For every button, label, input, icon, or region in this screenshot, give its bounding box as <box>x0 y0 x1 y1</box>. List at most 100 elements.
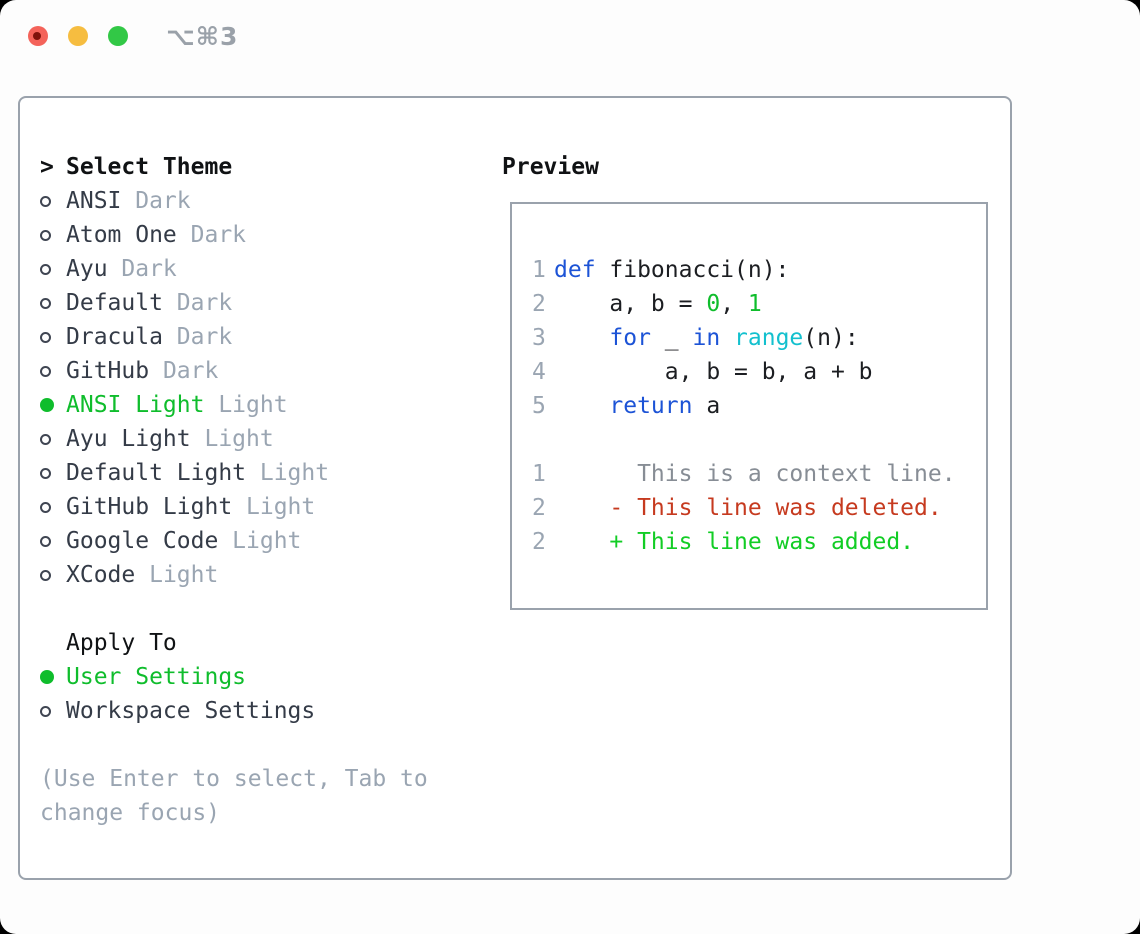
radio-marker <box>40 331 66 343</box>
radio-marker <box>40 365 66 377</box>
radio-unselected-icon <box>40 195 51 207</box>
line-number: 1 <box>532 257 546 283</box>
option-variant-label: Dark <box>176 290 233 316</box>
prompt-marker: > <box>40 154 66 180</box>
hint-text: (Use Enter to select, Tab to change focu… <box>40 766 428 826</box>
code-token: 0 <box>706 291 721 317</box>
radio-unselected-icon <box>40 433 51 445</box>
radio-marker <box>40 501 66 513</box>
window-shortcut-label: ⌥⌘3 <box>166 22 239 51</box>
apply-to-header: Apply To <box>40 626 482 660</box>
code-line: 1 This is a context line. <box>532 457 986 491</box>
theme-option-dracula[interactable]: Dracula Dark <box>40 320 482 354</box>
apply-to-title: Apply To <box>66 630 177 656</box>
code-line: 4 a, b = b, a + b <box>532 355 986 389</box>
option-variant-label: Light <box>232 528 302 554</box>
code-line: 2 + This line was added. <box>532 525 986 559</box>
code-content: This is a context line. <box>554 461 956 487</box>
apply-option-workspace-settings[interactable]: Workspace Settings <box>40 694 482 728</box>
code-token: fibonacci(n): <box>595 257 790 283</box>
code-line: 3 for _ in range(n): <box>532 321 986 355</box>
section-gap <box>40 592 482 626</box>
apply-option-user-settings[interactable]: User Settings <box>40 660 482 694</box>
theme-option-atom-one[interactable]: Atom One Dark <box>40 218 482 252</box>
option-variant-label: Dark <box>176 324 233 350</box>
line-number: 2 <box>532 495 546 521</box>
radio-selected-icon <box>40 670 54 684</box>
theme-option-default[interactable]: Default Dark <box>40 286 482 320</box>
code-token: in <box>692 325 721 351</box>
code-line: 2 - This line was deleted. <box>532 491 986 525</box>
code-content: + This line was added. <box>554 529 914 555</box>
close-button[interactable] <box>28 26 48 46</box>
theme-option-xcode[interactable]: XCode Light <box>40 558 482 592</box>
option-variant-label: Light <box>204 426 274 452</box>
option-label: Ayu <box>66 256 108 282</box>
code-token <box>554 325 609 351</box>
code-content: a, b = b, a + b <box>554 359 873 385</box>
radio-unselected-icon <box>40 501 51 513</box>
prompt-caret-icon: > <box>40 154 54 180</box>
code-token: , <box>720 291 748 317</box>
theme-option-default-light[interactable]: Default Light Light <box>40 456 482 490</box>
radio-unselected-icon <box>40 229 51 241</box>
option-label: GitHub Light <box>66 494 233 520</box>
theme-option-github-light[interactable]: GitHub Light Light <box>40 490 482 524</box>
code-line <box>532 423 986 457</box>
radio-marker <box>40 705 66 717</box>
radio-unselected-icon <box>40 569 51 581</box>
radio-marker <box>40 467 66 479</box>
code-content: a, b = 0, 1 <box>554 291 761 317</box>
theme-option-github[interactable]: GitHub Dark <box>40 354 482 388</box>
theme-option-ayu-light[interactable]: Ayu Light Light <box>40 422 482 456</box>
theme-option-google-code[interactable]: Google Code Light <box>40 524 482 558</box>
zoom-button[interactable] <box>108 26 128 46</box>
code-token <box>554 393 609 419</box>
line-number: 2 <box>532 529 546 555</box>
code-content: for _ in range(n): <box>554 325 858 351</box>
select-theme-header: > Select Theme <box>40 150 482 184</box>
preview-panel: Preview 1 def fibonacci(n): 2 a, b = 0, 1 3… <box>482 150 990 858</box>
preview-code-box: 1 def fibonacci(n): 2 a, b = 0, 1 3 for _ i… <box>510 202 988 610</box>
minimize-button[interactable] <box>68 26 88 46</box>
theme-list: ANSI Dark Atom One Dark Ayu Dark Default… <box>40 184 482 592</box>
line-number: 2 <box>532 291 546 317</box>
option-label: ANSI <box>66 188 122 214</box>
radio-marker <box>40 569 66 581</box>
option-variant-label: Dark <box>135 188 191 214</box>
code-token: for <box>609 325 651 351</box>
radio-marker <box>40 297 66 309</box>
line-number: 1 <box>532 461 546 487</box>
code-token: range <box>734 325 804 351</box>
theme-option-ayu[interactable]: Ayu Dark <box>40 252 482 286</box>
radio-selected-icon <box>40 398 54 412</box>
theme-option-ansi-light[interactable]: ANSI Light Light <box>40 388 482 422</box>
code-content: return a <box>554 393 720 419</box>
radio-unselected-icon <box>40 331 51 343</box>
code-token <box>720 325 734 351</box>
option-label: Google Code <box>66 528 219 554</box>
option-variant-label: Dark <box>162 358 219 384</box>
code-token: + This line was added. <box>554 529 915 555</box>
option-label: Default <box>66 290 163 316</box>
code-content: def fibonacci(n): <box>554 257 789 283</box>
option-variant-label: Dark <box>121 256 177 282</box>
radio-marker <box>40 229 66 241</box>
code-token: - This line was deleted. <box>554 495 942 521</box>
line-number: 5 <box>532 393 546 419</box>
option-label: GitHub <box>66 358 150 384</box>
code-token: This is a context line. <box>554 461 956 487</box>
theme-option-ansi[interactable]: ANSI Dark <box>40 184 482 218</box>
option-label: User Settings <box>66 664 247 690</box>
theme-dialog: > Select Theme ANSI Dark Atom One Dark A… <box>18 96 1012 880</box>
option-label: Workspace Settings <box>66 698 316 724</box>
code-area: 1 def fibonacci(n): 2 a, b = 0, 1 3 for _ i… <box>532 253 986 559</box>
radio-marker <box>40 398 66 412</box>
code-token: _ <box>650 325 693 351</box>
option-variant-label: Dark <box>190 222 247 248</box>
radio-marker <box>40 535 66 547</box>
code-content: - This line was deleted. <box>554 495 942 521</box>
radio-marker <box>40 433 66 445</box>
preview-title: Preview <box>502 154 599 180</box>
